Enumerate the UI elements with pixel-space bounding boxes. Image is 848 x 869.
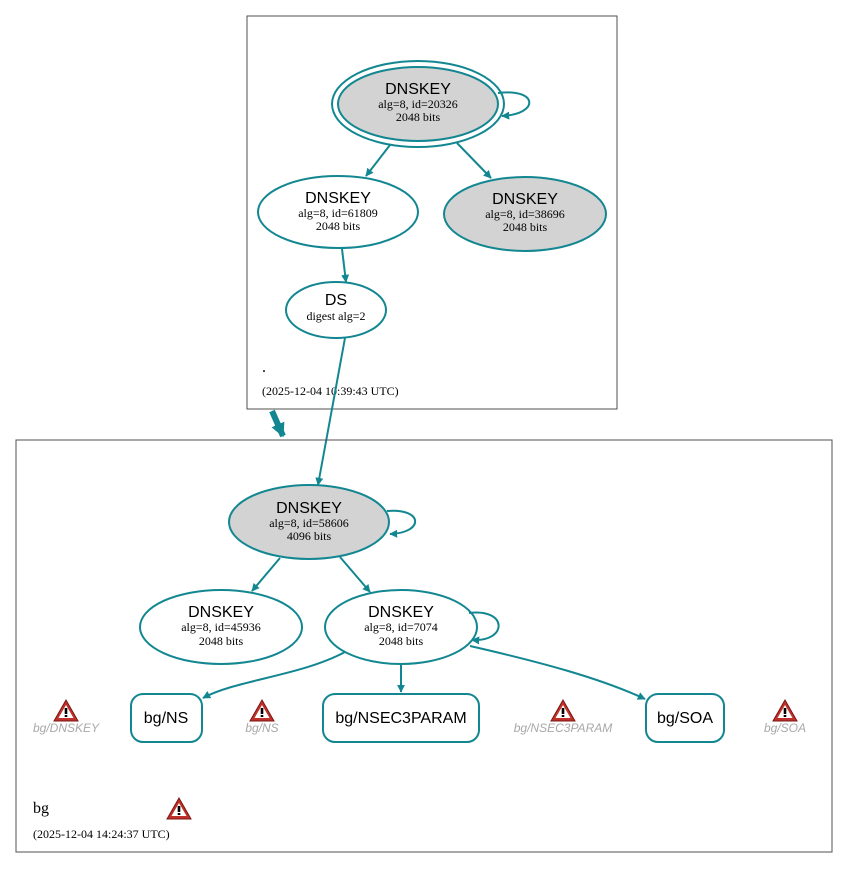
edge-ds-to-bg-ksk bbox=[315, 337, 346, 486]
warning-bg-dnskey[interactable]: bg/DNSKEY bbox=[33, 699, 100, 735]
root-ds-title: DS bbox=[325, 292, 347, 309]
warning-bg-nsec3param[interactable]: bg/NSEC3PARAM bbox=[514, 699, 612, 735]
root-zsk-61809-node[interactable]: DNSKEY alg=8, id=61809 2048 bits bbox=[257, 175, 419, 249]
root-ksk-node[interactable]: DNSKEY alg=8, id=20326 2048 bits bbox=[331, 60, 505, 148]
warning-bg-ns[interactable]: bg/NS bbox=[245, 699, 279, 735]
bg-zone-warning-icon[interactable] bbox=[166, 797, 192, 820]
root-ds-digest: digest alg=2 bbox=[306, 309, 365, 323]
rrset-bg-ns[interactable]: bg/NS bbox=[130, 693, 203, 743]
rrset-bg-soa-label: bg/SOA bbox=[657, 710, 713, 727]
edge-bg-zsk2-to-soa bbox=[469, 645, 646, 700]
edge-bg-zsk2-to-ns bbox=[202, 651, 346, 699]
root-zsk1-bits: 2048 bits bbox=[316, 219, 361, 233]
rrset-bg-nsec3param[interactable]: bg/NSEC3PARAM bbox=[322, 693, 480, 743]
bg-zsk1-id: alg=8, id=45936 bbox=[181, 620, 261, 634]
bg-ksk-bits: 4096 bits bbox=[287, 529, 332, 543]
root-zone-cluster bbox=[246, 15, 618, 410]
warning-icon bbox=[53, 699, 79, 722]
rrset-bg-nsec3param-label: bg/NSEC3PARAM bbox=[335, 710, 466, 727]
root-zsk1-id: alg=8, id=61809 bbox=[298, 206, 378, 220]
bg-zone-name: bg bbox=[33, 800, 49, 817]
delegation-arrow bbox=[269, 409, 286, 438]
bg-ksk-title: DNSKEY bbox=[276, 500, 342, 517]
bg-zsk-45936-node[interactable]: DNSKEY alg=8, id=45936 2048 bits bbox=[139, 589, 303, 665]
rrset-bg-ns-label: bg/NS bbox=[144, 710, 188, 727]
warning-bg-soa-label: bg/SOA bbox=[764, 721, 806, 735]
root-ksk-title: DNSKEY bbox=[385, 81, 451, 98]
rrset-bg-soa[interactable]: bg/SOA bbox=[645, 693, 725, 743]
edge-bg-ksk-to-zsk1 bbox=[251, 557, 281, 592]
edge-root-ksk-to-zsk2 bbox=[456, 142, 492, 179]
bg-zsk1-bits: 2048 bits bbox=[199, 634, 244, 648]
bg-zsk-7074-node[interactable]: DNSKEY alg=8, id=7074 2048 bits bbox=[324, 589, 478, 665]
root-ds-node[interactable]: DS digest alg=2 bbox=[285, 281, 387, 339]
bg-ksk-node[interactable]: DNSKEY alg=8, id=58606 4096 bits bbox=[228, 484, 390, 560]
root-zsk2-id: alg=8, id=38696 bbox=[485, 207, 565, 221]
root-ksk-id: alg=8, id=20326 bbox=[378, 97, 458, 111]
bg-ksk-id: alg=8, id=58606 bbox=[269, 516, 349, 530]
bg-zone-timestamp: (2025-12-04 14:24:37 UTC) bbox=[33, 827, 170, 841]
root-ksk-self-loop bbox=[497, 91, 531, 120]
warning-icon bbox=[550, 699, 576, 722]
edge-root-ksk-to-zsk1 bbox=[365, 144, 391, 177]
edge-root-zsk1-to-ds bbox=[341, 248, 350, 283]
root-ksk-bits: 2048 bits bbox=[396, 110, 441, 124]
warning-bg-ns-label: bg/NS bbox=[245, 721, 278, 735]
root-zsk2-bits: 2048 bits bbox=[503, 220, 548, 234]
root-zsk-38696-node[interactable]: DNSKEY alg=8, id=38696 2048 bits bbox=[443, 176, 607, 252]
bg-zsk2-self-loop bbox=[468, 611, 500, 645]
root-zone-name: . bbox=[262, 359, 266, 376]
edge-bg-ksk-to-zsk2 bbox=[339, 556, 371, 593]
warning-icon bbox=[249, 699, 275, 722]
root-zone-timestamp: (2025-12-04 10:39:43 UTC) bbox=[262, 384, 399, 398]
root-zsk2-title: DNSKEY bbox=[492, 191, 558, 208]
bg-ksk-self-loop bbox=[386, 509, 417, 538]
bg-zone-cluster bbox=[15, 439, 833, 853]
warning-bg-dnskey-label: bg/DNSKEY bbox=[33, 721, 100, 735]
warning-icon bbox=[772, 699, 798, 722]
warning-bg-soa[interactable]: bg/SOA bbox=[764, 699, 806, 735]
bg-zsk2-title: DNSKEY bbox=[368, 604, 434, 621]
bg-zsk1-title: DNSKEY bbox=[188, 604, 254, 621]
bg-zsk2-bits: 2048 bits bbox=[379, 634, 424, 648]
warning-bg-nsec3param-label: bg/NSEC3PARAM bbox=[514, 721, 612, 735]
bg-zsk2-id: alg=8, id=7074 bbox=[364, 620, 438, 634]
root-zsk1-title: DNSKEY bbox=[305, 190, 371, 207]
